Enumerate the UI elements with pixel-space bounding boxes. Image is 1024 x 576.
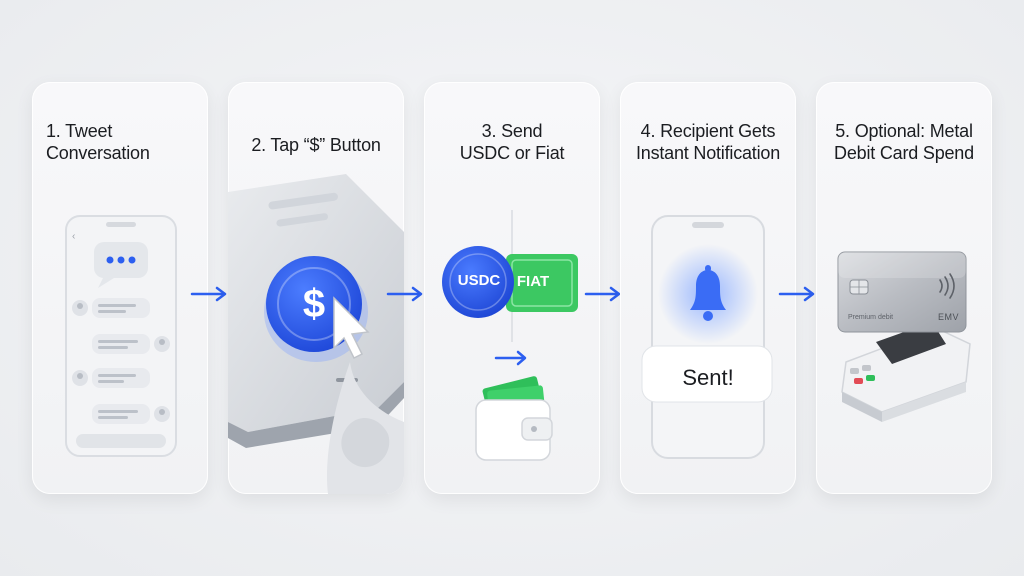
step-4-title: 4. Recipient Gets Instant Notification [626,120,790,164]
step-card-2: 2. Tap “$” Button $ [228,82,404,494]
card-name-text: Premium debit [848,314,894,321]
card-terminal-illustration [837,251,971,422]
card-chip-icon [849,279,869,295]
notification-phone-illustration [641,215,773,459]
dollar-coin-symbol[interactable]: $ [302,282,326,326]
bell-icon [690,265,726,321]
step-card-5: 5. Optional: Metal Debit Card Spend [816,82,992,494]
step-card-1: 1. Tweet Conversation ‹ [32,82,208,494]
chat-row-3 [72,368,150,388]
step-5-line2: Debit Card Spend [834,143,974,163]
send-currency-illustration [442,210,578,461]
flow-arrow-2 [386,286,423,302]
metal-debit-card [837,251,967,333]
chat-row-1 [72,298,150,318]
chat-row-2 [92,334,170,354]
step-1-line1: Tweet [65,121,113,141]
card-brand-text: EMV [938,312,960,322]
flow-arrow-4 [778,286,815,302]
step-3-title: 3. Send USDC or Fiat [430,120,594,164]
svg-text:‹: ‹ [72,231,75,242]
step-2-line1: Tap “$” Button [270,135,381,155]
step-card-3: 3. Send USDC or Fiat USDC FIAT [424,82,600,494]
step-4-number: 4. [640,121,656,141]
inner-arrow [494,350,527,366]
cursor-icon [333,296,370,360]
step-2-number: 2. [251,135,266,155]
chat-bubble-icon [94,242,148,288]
contactless-icon [939,273,955,299]
step-5-line1: Optional: Metal [854,121,973,141]
payment-terminal [841,322,971,422]
fiat-label: FIAT [516,273,550,290]
step-1-title: 1. Tweet Conversation [46,120,198,164]
step-5-title: 5. Optional: Metal Debit Card Spend [822,120,986,164]
flow-arrow-1 [190,286,227,302]
step-4-line2: Instant Notification [635,143,781,163]
phone-chat-illustration: ‹ [65,215,177,457]
step-3-number: 3. [481,121,497,141]
step-2-title: 2. Tap “$” Button [234,134,398,156]
chat-row-4 [92,404,170,424]
step-5-number: 5. [835,121,850,141]
usdc-label: USDC [457,272,501,289]
wallet-icon [475,376,553,461]
tap-button-illustration [228,174,404,494]
step-1-number: 1. [46,121,61,141]
step-3-line1: Send [501,121,543,141]
flow-arrow-3 [584,286,621,302]
step-3-line2: USDC or Fiat [459,143,565,163]
sent-notification-label: Sent! [682,365,734,390]
step-4-line1: Recipient Gets [660,121,776,141]
step-1-line2: Conversation [46,143,150,163]
step-card-4: 4. Recipient Gets Instant Notification S… [620,82,796,494]
